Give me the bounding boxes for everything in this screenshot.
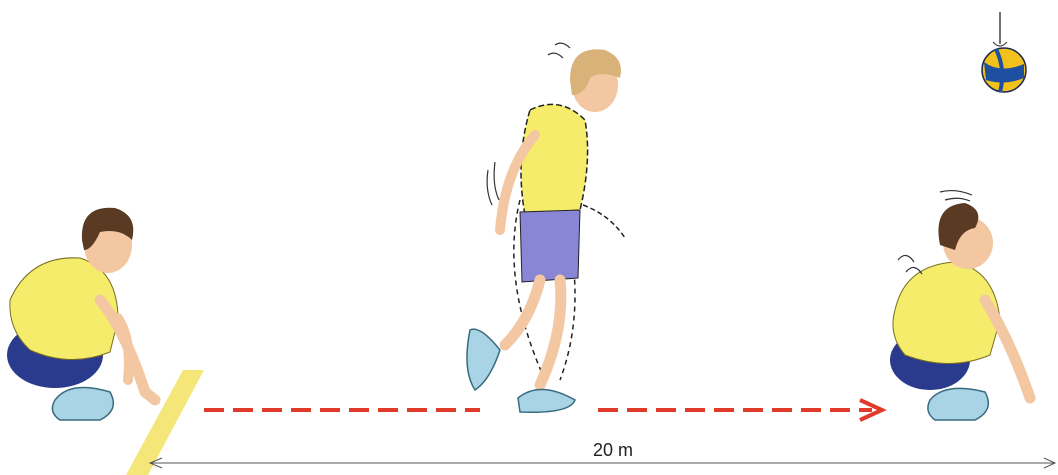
athlete-finish-crouching: [890, 191, 1030, 420]
athlete-running: [467, 43, 625, 412]
hanging-ball: [982, 12, 1026, 92]
distance-label: 20 m: [590, 440, 636, 461]
athlete-start-crouching: [7, 208, 155, 420]
